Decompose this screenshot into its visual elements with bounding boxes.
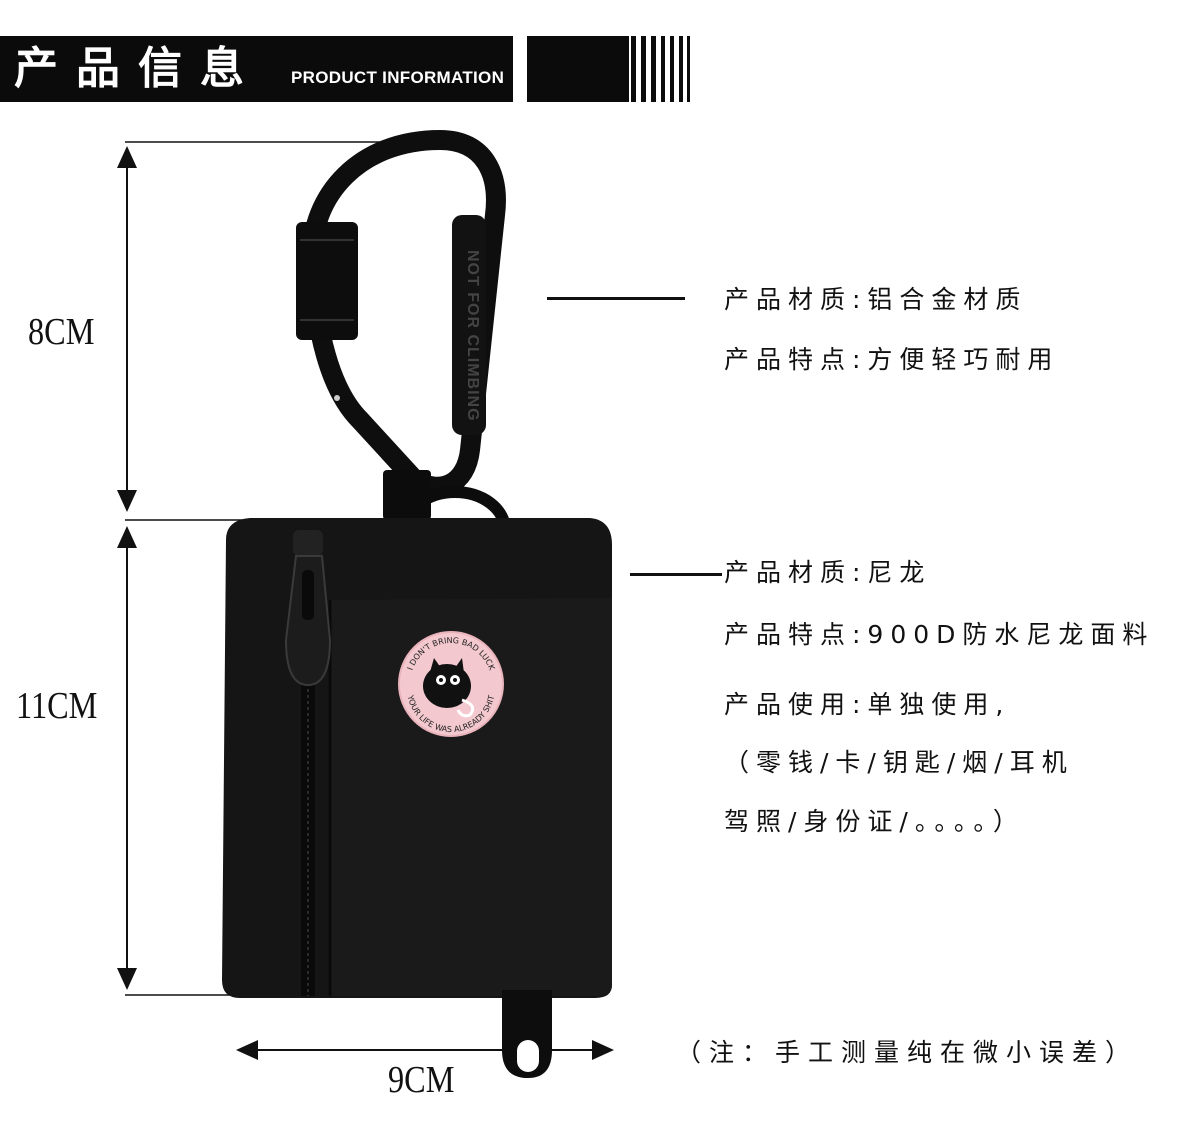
pouch-pointer-line — [630, 573, 722, 576]
spec-carabiner-material: 产品材质:铝合金材质 — [724, 285, 1028, 314]
spec-pouch-usage: 产品使用:单独使用, — [724, 690, 1011, 719]
carabiner-engraving: NOT FOR CLIMBING — [464, 250, 481, 422]
spec-pouch-usage-items: （零钱/卡/钥匙/烟/耳机 — [724, 748, 1074, 777]
spec-pouch-usage-items-2: 驾照/身份证/。。。。） — [724, 807, 1025, 836]
header-banner: 产品信息 PRODUCT INFORMATION — [0, 36, 513, 102]
pouch-height-label: 11CM — [16, 685, 98, 727]
carabiner-height-label: 8CM — [28, 311, 95, 353]
header-subtitle: PRODUCT INFORMATION — [291, 68, 505, 87]
measurement-note: （注：手工测量纯在微小误差） — [676, 1038, 1139, 1067]
carabiner-pointer-line — [547, 297, 685, 300]
carabiner — [296, 130, 506, 497]
pouch-width-label: 9CM — [388, 1059, 455, 1101]
cat-badge — [398, 631, 504, 737]
header-title: 产品信息 — [14, 43, 262, 94]
spec-carabiner-feature: 产品特点:方便轻巧耐用 — [724, 345, 1060, 374]
spec-pouch-material: 产品材质:尼龙 — [724, 558, 932, 587]
pouch — [222, 518, 612, 1078]
spec-pouch-feature: 产品特点:900D防水尼龙面料 — [724, 620, 1155, 649]
header-block — [527, 36, 629, 102]
header-stripes — [631, 36, 691, 102]
